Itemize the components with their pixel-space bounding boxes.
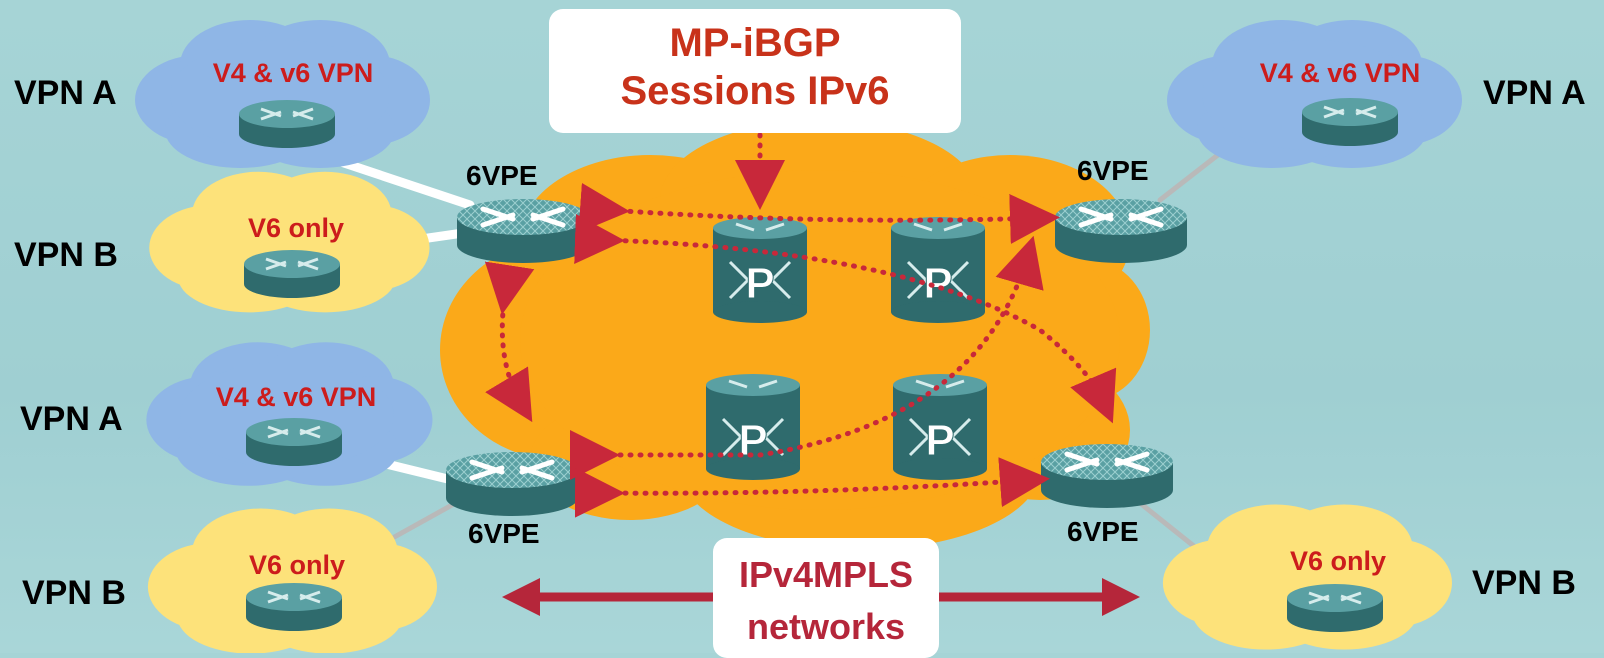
p-router-label: P <box>925 416 954 465</box>
cloud-text: V6 only <box>248 550 346 580</box>
vpn-label: VPN B <box>14 236 118 274</box>
cloud-text: V4 & v6 VPN <box>212 58 374 88</box>
p-router-label: P <box>745 259 774 308</box>
cloud-text: V4 & v6 VPN <box>215 382 377 412</box>
pe-router-icon <box>446 452 578 516</box>
vpn-label: VPN B <box>1472 564 1576 602</box>
pe-router-label: 6VPE <box>468 518 540 549</box>
core-network-line-1: IPv4MPLS <box>738 554 914 595</box>
pe-router-label: 6VPE <box>1067 516 1139 547</box>
pe-router-label: 6VPE <box>466 160 538 191</box>
ce-router-icon <box>242 248 342 300</box>
ce-router-icon <box>1300 96 1400 148</box>
ce-router-icon <box>1285 582 1385 634</box>
vpn-label: VPN A <box>20 400 123 438</box>
title-line-1: MP-iBGP <box>669 21 841 65</box>
title-box: MP-iBGP Sessions IPv6 <box>549 9 961 133</box>
title-line-2: Sessions IPv6 <box>620 69 890 113</box>
p-router-label: P <box>923 259 952 308</box>
pe-router-icon <box>1041 444 1173 508</box>
ce-router-icon <box>244 581 344 633</box>
cloud-text: V4 & v6 VPN <box>1259 58 1421 88</box>
pe-router-label: 6VPE <box>1077 155 1149 186</box>
mp-ibgp-sessions <box>484 132 1117 518</box>
vpn-label: VPN A <box>1483 74 1586 112</box>
pe-router-icon <box>1055 199 1187 263</box>
pe-router-icon <box>457 199 589 263</box>
customer-cloud-vpn-a-tr <box>1167 20 1462 168</box>
p-router-label: P <box>738 416 767 465</box>
ce-router-icon <box>244 416 344 468</box>
cloud-text: V6 only <box>247 213 345 243</box>
vpn-label: VPN B <box>22 574 126 612</box>
ce-router-icon <box>237 98 337 150</box>
core-network-box: IPv4MPLS networks <box>713 538 939 658</box>
cloud-text: V6 only <box>1289 546 1387 576</box>
vpn-label: VPN A <box>14 74 117 112</box>
core-network-line-2: networks <box>746 606 906 647</box>
